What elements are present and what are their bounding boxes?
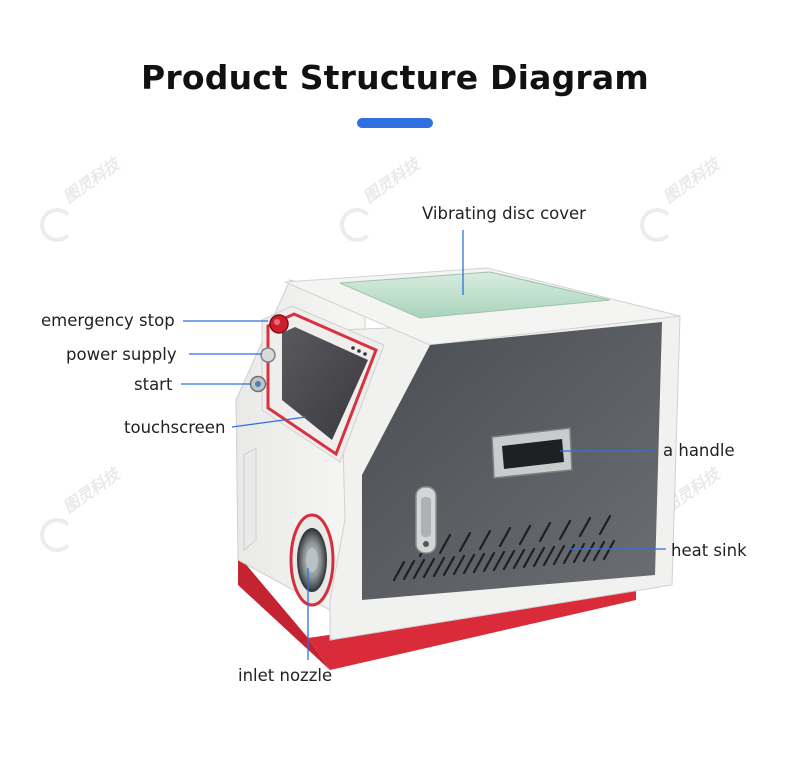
label-emergency-stop: emergency stop — [41, 311, 175, 330]
handle — [491, 427, 573, 479]
turing-logo-icon — [40, 518, 74, 552]
watermark-logo: 图灵科技 — [40, 465, 160, 560]
start-button — [249, 375, 267, 393]
touchscreen-red-frame — [266, 312, 378, 457]
watermark-logo: 图灵科技 — [40, 155, 160, 250]
status-leds — [351, 346, 367, 356]
turing-logo-icon — [640, 208, 674, 242]
label-power-supply: power supply — [66, 345, 177, 364]
watermark-logo: 图灵科技 — [340, 155, 460, 250]
label-touchscreen: touchscreen — [124, 418, 226, 437]
touchscreen — [282, 327, 368, 440]
label-vibrating-disc-cover: Vibrating disc cover — [422, 204, 586, 223]
label-start: start — [134, 375, 173, 394]
inlet-nozzle — [289, 513, 335, 607]
title-underline-bar — [357, 118, 433, 128]
heat-sink-vents — [392, 514, 616, 582]
leader-lines — [181, 230, 666, 660]
turing-logo-icon — [340, 208, 374, 242]
side-label-strip — [243, 447, 257, 551]
base-red-strip — [308, 590, 636, 670]
label-heat-sink: heat sink — [671, 541, 747, 560]
page-title: Product Structure Diagram — [141, 58, 649, 97]
vibrating-disc-glass — [339, 271, 611, 319]
emergency-stop-button — [269, 314, 289, 334]
door-latch — [415, 486, 437, 554]
label-inlet-nozzle: inlet nozzle — [238, 666, 333, 685]
base-red-strip-left — [238, 555, 330, 670]
turing-logo-icon — [40, 208, 74, 242]
power-supply-button — [260, 347, 276, 363]
watermark-logo: 图灵科技 — [640, 155, 760, 250]
label-handle: a handle — [663, 441, 735, 460]
